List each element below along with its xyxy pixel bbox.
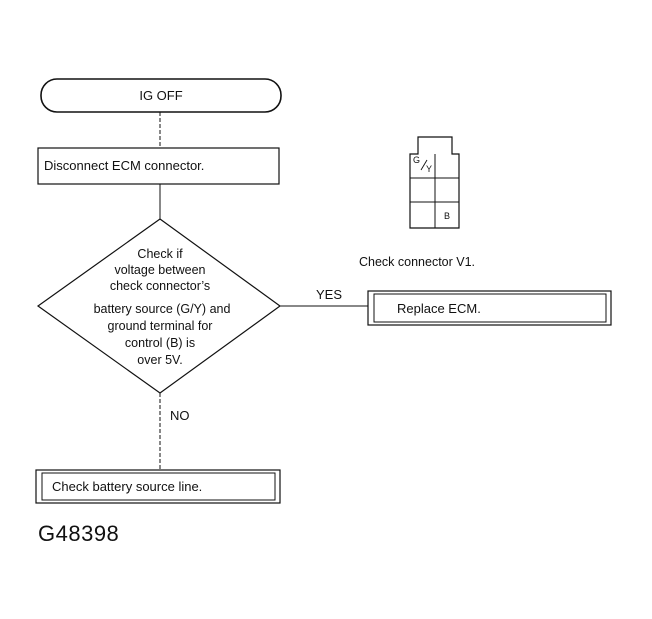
result-label-check-battery: Check battery source line. — [52, 479, 202, 494]
no-label: NO — [170, 408, 190, 423]
start-label: IG OFF — [139, 88, 182, 103]
decision-line-1: Check if — [137, 247, 183, 261]
result-label-replace-ecm: Replace ECM. — [397, 301, 481, 316]
pin-label-y: Y — [426, 164, 432, 174]
connector-v1-diagram: G Y B — [409, 136, 460, 229]
decision-line-4: battery source (G/Y) and — [94, 302, 231, 316]
yes-label: YES — [316, 287, 342, 302]
decision-line-6: control (B) is — [125, 336, 195, 350]
process-box-disconnect: Disconnect ECM connector. — [37, 147, 280, 185]
connector-caption: Check connector V1. — [359, 255, 475, 269]
pin-label-b: B — [444, 211, 450, 221]
decision-line-7: over 5V. — [137, 353, 182, 367]
result-box-replace-ecm: Replace ECM. — [367, 290, 612, 326]
figure-id: G48398 — [38, 521, 120, 546]
result-box-check-battery: Check battery source line. — [35, 469, 281, 504]
start-terminator: IG OFF — [40, 78, 282, 113]
pin-label-g: G — [413, 155, 420, 165]
decision-line-2: voltage between — [114, 263, 205, 277]
decision-line-5: ground terminal for — [108, 319, 213, 333]
process-label-disconnect: Disconnect ECM connector. — [44, 158, 204, 173]
decision-line-3: check connector’s — [110, 279, 210, 293]
decision-diamond: Check if voltage between check connector… — [36, 218, 282, 394]
